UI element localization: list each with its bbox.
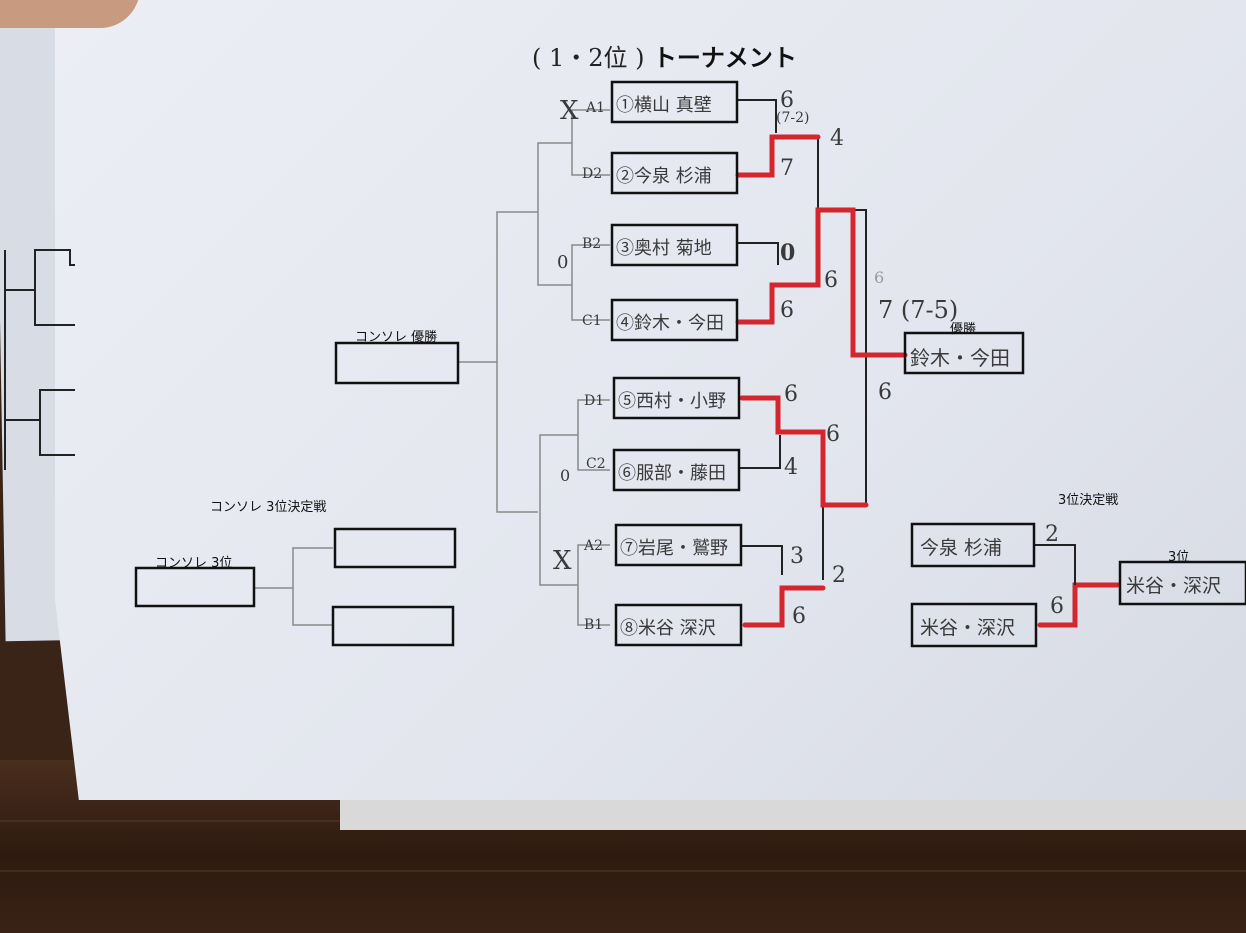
score: 4 [830, 126, 844, 151]
third-place-label: 3位 [1168, 550, 1190, 565]
wood-grain [0, 870, 1246, 872]
score: 3 [790, 544, 804, 569]
page-title: ( 1・2位 ) トーナメント [532, 38, 797, 73]
third-place-team: 米谷・深沢 [920, 617, 1016, 639]
score: 6 [780, 298, 794, 323]
match-mark: 0 [557, 252, 569, 273]
score: 6 [824, 268, 838, 293]
score: 6 [1050, 594, 1064, 619]
entry-name: ⑥服部・藤田 [618, 463, 726, 484]
bracket-sheet [55, 0, 1246, 800]
seed-label: D2 [582, 166, 603, 182]
back-sheet-bracket [4, 249, 75, 470]
winner-name: 鈴木・今田 [910, 346, 1010, 370]
entry-name: ①横山 真壁 [616, 95, 712, 116]
score: 6 [826, 422, 840, 447]
score: 6 [792, 604, 806, 629]
entry-name: ⑤西村・小野 [618, 391, 726, 412]
third-place-winner: 米谷・深沢 [1126, 575, 1222, 597]
consolation-winner-label: コンソレ 優勝 [355, 330, 438, 345]
round1-connectors [738, 99, 867, 580]
title-rank: ( 1・2位 ) [532, 44, 645, 72]
seed-label: A2 [584, 538, 604, 554]
seed-label: C1 [582, 313, 602, 329]
score: 2 [832, 563, 846, 588]
match-mark: 0 [560, 466, 571, 485]
winner-paths [735, 134, 1121, 628]
finger [0, 0, 140, 28]
score: 6 [874, 268, 885, 287]
consolation-third-label: コンソレ 3位 [155, 556, 233, 571]
entry-name: ②今泉 杉浦 [616, 166, 712, 187]
score: 7 [780, 156, 794, 181]
score: 6 [780, 88, 794, 113]
entry-name: ③奥村 菊地 [616, 238, 712, 259]
title-main: トーナメント [652, 44, 797, 72]
seed-label: B2 [582, 236, 602, 252]
seed-label: A1 [586, 100, 606, 116]
winner-label: 優勝 [950, 322, 977, 337]
left-connectors [255, 109, 610, 626]
consolation-third-match-label: コンソレ 3位決定戦 [210, 500, 327, 515]
score: 6 [878, 380, 892, 405]
entry-boxes [134, 80, 1246, 648]
third-place-team: 今泉 杉浦 [920, 537, 1003, 559]
final-score: 7 (7-5) [878, 296, 959, 324]
entry-name: ④鈴木・今田 [616, 313, 724, 334]
score: 4 [784, 455, 798, 480]
match-mark: X [553, 546, 572, 576]
score: 2 [1045, 522, 1059, 547]
seed-label: C2 [586, 456, 606, 472]
score: 6 [784, 382, 798, 407]
seed-label: D1 [584, 393, 605, 409]
match-mark: X [560, 96, 579, 126]
third-place-connectors [1035, 544, 1076, 585]
seed-label: B1 [584, 617, 604, 633]
entry-name: ⑧米谷 深沢 [620, 618, 716, 639]
metal-plate [340, 800, 1246, 830]
third-place-match-label: 3位決定戦 [1058, 493, 1119, 508]
entry-name: ⑦岩尾・鷲野 [620, 538, 728, 559]
score-note: (7-2) [776, 110, 810, 126]
score: 0 [780, 240, 796, 266]
